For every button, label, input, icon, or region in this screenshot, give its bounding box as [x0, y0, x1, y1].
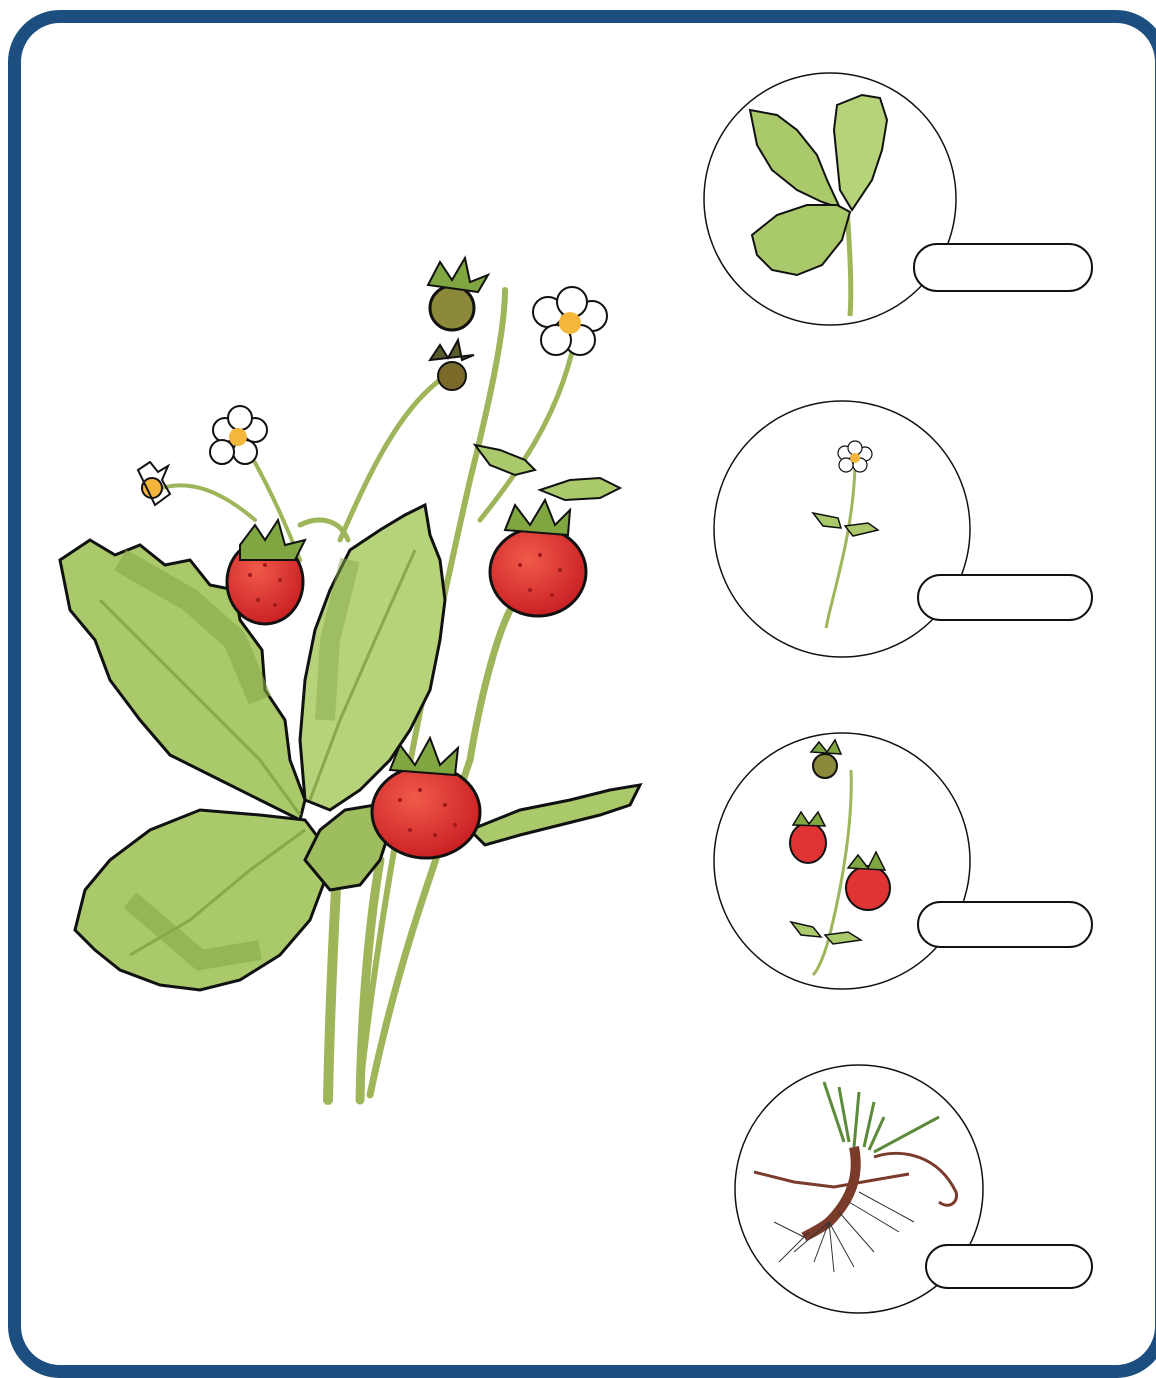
- leaflet-2: [540, 478, 620, 500]
- answer-box-stem[interactable]: [917, 574, 1093, 621]
- fruit-detail-circle: [713, 730, 971, 993]
- strawberry-left: [227, 520, 305, 624]
- leaf-right-long: [470, 785, 640, 845]
- flower-left: [210, 406, 267, 464]
- strawberry-plant-illustration: [0, 0, 700, 1369]
- answer-box-leaves[interactable]: [913, 243, 1093, 292]
- flower-bud-left: [138, 462, 170, 505]
- unripe-berry-top: [428, 258, 488, 330]
- flower-top-right: [533, 287, 607, 355]
- leaves-detail-circle: [702, 70, 958, 328]
- strawberry-right: [490, 500, 586, 616]
- answer-box-fruit[interactable]: [917, 901, 1093, 948]
- leaf-bottom: [75, 810, 325, 990]
- answer-box-root[interactable]: [925, 1244, 1093, 1289]
- stem-detail-circle: [713, 398, 972, 661]
- leaflet-1: [475, 445, 535, 475]
